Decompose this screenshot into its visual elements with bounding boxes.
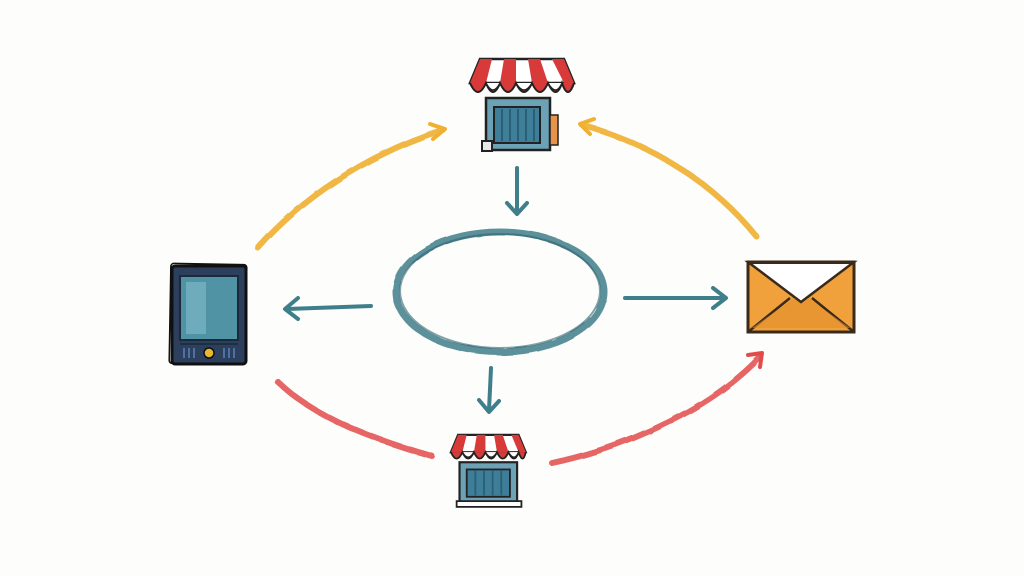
arrow-center-to-store-bottom <box>477 366 501 414</box>
tablet-icon <box>168 262 248 366</box>
arc-store-bottom-to-mail <box>549 354 763 466</box>
arrow-center-to-mail <box>623 286 728 310</box>
arrow-store-top-to-center <box>505 166 529 216</box>
storefront-icon <box>468 57 576 152</box>
arc-store-bottom-to-tablet <box>275 379 435 459</box>
arrowhead-arc-top-left <box>428 122 447 141</box>
arc-mail-to-store-top <box>579 122 759 239</box>
arrowhead-arc-bottom-right <box>746 351 764 369</box>
arrow-center-to-tablet <box>283 296 373 321</box>
arrowhead-arc-top-right <box>578 117 596 136</box>
arc-tablet-to-store-top <box>255 127 445 251</box>
storefront-icon <box>449 433 528 508</box>
center-hub <box>392 228 608 356</box>
envelope-icon <box>744 260 858 334</box>
